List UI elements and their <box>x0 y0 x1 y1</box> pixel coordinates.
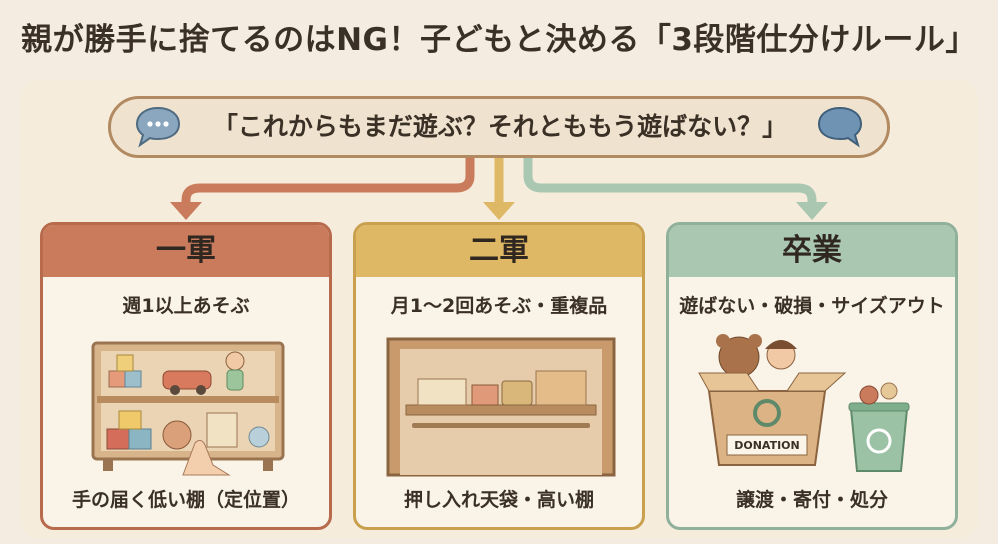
tier-heading: 一軍 <box>43 225 329 277</box>
tier-storage: 譲渡・寄付・処分 <box>735 489 888 511</box>
tier-storage: 押し入れ天袋・高い棚 <box>403 489 594 511</box>
tier-heading: 二軍 <box>356 225 642 277</box>
low-shelf-illustration <box>91 341 285 476</box>
page-title: 親が勝手に捨てるのはNG！子どもと決める「3段階仕分けルール」 <box>21 22 977 58</box>
arrow-to-tier3-head <box>796 202 828 220</box>
tier-card-first-string: 一軍 週1以上あそぶ 手の届く低い棚（定位置） <box>40 222 332 530</box>
question-bubble <box>108 96 890 158</box>
chat-bubble-icon <box>817 106 863 148</box>
donation-label: DONATION <box>734 439 800 452</box>
arrow-to-tier2-head <box>483 202 515 220</box>
tier-card-graduate: 卒業 遊ばない・破損・サイズアウト DONATION 譲渡・寄付・処分 <box>666 222 958 530</box>
arrow-to-tier1 <box>181 158 475 205</box>
question-text: 「これからもまだ遊ぶ？それとももう遊ばない？」 <box>212 112 788 141</box>
chat-bubble-icon <box>135 106 181 148</box>
arrow-to-tier3 <box>523 158 817 205</box>
tier-heading: 卒業 <box>669 225 955 277</box>
donation-box-illustration: DONATION <box>698 334 910 472</box>
tier-criteria: 遊ばない・破損・サイズアウト <box>679 295 945 317</box>
tier-storage: 手の届く低い棚（定位置） <box>71 489 300 511</box>
arrow-to-tier1-head <box>170 202 202 220</box>
tier-criteria: 週1以上あそぶ <box>122 295 250 317</box>
tier-card-second-string: 二軍 月1〜2回あそぶ・重複品 押し入れ天袋・高い棚 <box>353 222 645 530</box>
tier-criteria: 月1〜2回あそぶ・重複品 <box>390 295 608 317</box>
closet-top-shelf-illustration <box>386 337 616 477</box>
